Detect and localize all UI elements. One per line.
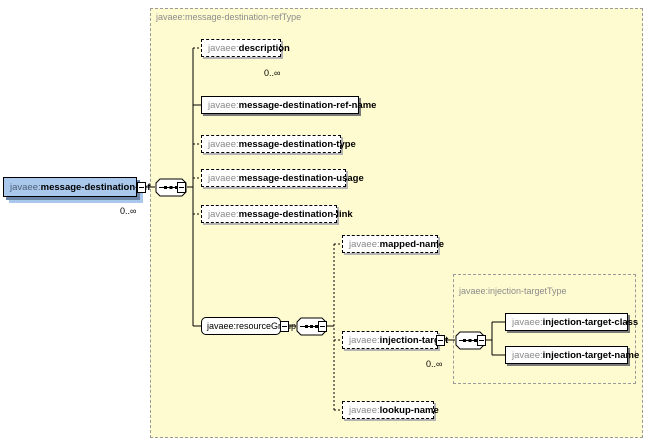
- description-element[interactable]: javaee:description: [201, 39, 290, 57]
- injection-target-name-element[interactable]: javaee:injection-target-name: [505, 346, 639, 364]
- message-destination-ref-element[interactable]: javaee:message-destination-ref: [3, 177, 150, 197]
- usage-name: message-destination-usage: [238, 172, 364, 184]
- root-cardinality: 0..∞: [120, 206, 137, 216]
- injection-target-class-element[interactable]: javaee:injection-target-class: [505, 313, 638, 331]
- root-name: message-destination-ref: [40, 181, 151, 193]
- mapped-name-name: mapped-name: [379, 238, 445, 250]
- usage-prefix: javaee:: [208, 172, 239, 184]
- sequence-collapse-toggle[interactable]: [177, 182, 186, 193]
- mapped-name-prefix: javaee:: [349, 238, 380, 250]
- target-class-prefix: javaee:: [512, 316, 543, 328]
- message-destination-ref-name-element[interactable]: javaee:message-destination-ref-name: [201, 96, 376, 114]
- injection-target-name: injection-target: [379, 334, 449, 346]
- link-name: message-destination-link: [238, 208, 353, 220]
- injection-target-cardinality: 0..∞: [426, 359, 443, 369]
- resource-sequence-collapse-toggle[interactable]: [318, 321, 327, 332]
- mapped-name-element[interactable]: javaee:mapped-name: [342, 235, 444, 253]
- root-collapse-toggle[interactable]: [137, 182, 146, 193]
- target-name-prefix: javaee:: [512, 349, 543, 361]
- message-destination-usage-element[interactable]: javaee:message-destination-usage: [201, 169, 364, 187]
- type-name: message-destination-type: [238, 138, 356, 150]
- injection-sequence-collapse-toggle[interactable]: [477, 335, 486, 346]
- description-name: description: [238, 42, 290, 54]
- link-prefix: javaee:: [208, 208, 239, 220]
- message-destination-type-element[interactable]: javaee:message-destination-type: [201, 135, 356, 153]
- ref-name-name: message-destination-ref-name: [238, 99, 377, 111]
- injection-target-collapse-toggle[interactable]: [436, 335, 445, 346]
- root-prefix: javaee:: [10, 181, 41, 193]
- target-name-name: injection-target-name: [542, 349, 640, 361]
- lookup-name-prefix: javaee:: [349, 404, 380, 416]
- target-class-name: injection-target-class: [542, 316, 639, 328]
- resource-group-element[interactable]: javaee:resourceGroup: [201, 317, 296, 335]
- inner-type-label: javaee:injection-targetType: [459, 286, 567, 296]
- lookup-name-element[interactable]: javaee:lookup-name: [342, 401, 439, 419]
- description-prefix: javaee:: [208, 42, 239, 54]
- ref-name-prefix: javaee:: [208, 99, 239, 111]
- resource-group-label: javaee:resourceGroup: [207, 321, 297, 331]
- resource-group-collapse-toggle[interactable]: [280, 321, 289, 332]
- description-cardinality: 0..∞: [264, 68, 281, 78]
- lookup-name-name: lookup-name: [379, 404, 439, 416]
- injection-target-element[interactable]: javaee:injection-target: [342, 331, 448, 349]
- message-destination-link-element[interactable]: javaee:message-destination-link: [201, 205, 353, 223]
- type-prefix: javaee:: [208, 138, 239, 150]
- injection-target-prefix: javaee:: [349, 334, 380, 346]
- outer-type-label: javaee:message-destination-refType: [156, 12, 302, 22]
